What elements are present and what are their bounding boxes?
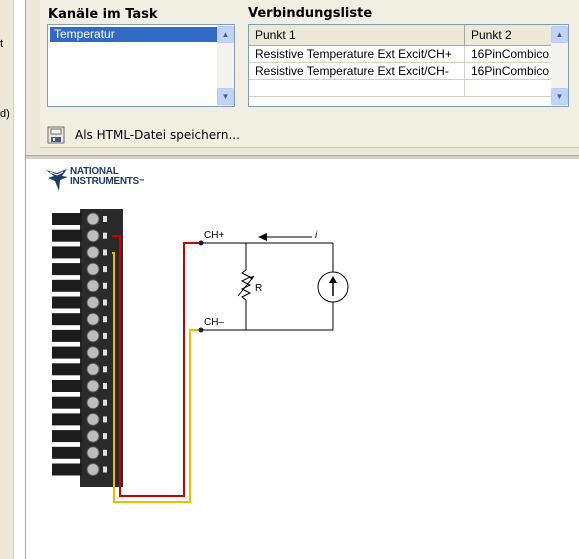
- logo-trademark: ™: [138, 179, 145, 185]
- terminal-slot: [103, 466, 107, 473]
- terminal-slot: [103, 282, 107, 289]
- terminal-screw: [86, 312, 100, 326]
- terminal-screw: [86, 396, 100, 410]
- terminal-screw: [86, 329, 100, 343]
- table-cell: [249, 80, 465, 96]
- terminal-slot: [103, 266, 107, 273]
- terminal-lug: [52, 296, 82, 309]
- terminal-slot: [103, 366, 107, 373]
- table-row[interactable]: Resistive Temperature Ext Excit/CH+ 16Pi…: [249, 46, 551, 63]
- connections-label: Verbindungsliste: [248, 6, 373, 21]
- terminal-slot: [103, 216, 107, 222]
- terminal-slot: [103, 249, 107, 256]
- terminal-screw: [86, 446, 100, 460]
- column-header-punkt1[interactable]: Punkt 1: [249, 25, 465, 45]
- resistor-icon: [240, 269, 252, 301]
- current-label: i: [315, 230, 318, 241]
- terminal-screw: [86, 212, 100, 226]
- table-cell: 16PinCombico: [471, 47, 550, 61]
- splitter[interactable]: [13, 0, 26, 559]
- terminal-lug: [52, 363, 82, 376]
- ch-plus-wire: [112, 235, 201, 497]
- logo-line1: NATIONAL: [70, 166, 119, 177]
- scroll-up-icon[interactable]: ▲: [217, 26, 234, 43]
- logo-text: NATIONAL INSTRUMENTS™: [70, 167, 145, 187]
- divider-line: [25, 0, 26, 559]
- panel-separator[interactable]: [26, 155, 579, 159]
- table-row[interactable]: [249, 80, 551, 97]
- terminal-slot: [103, 416, 107, 423]
- save-html-icon: [47, 126, 65, 144]
- table-cell: Resistive Temperature Ext Excit/CH+: [249, 46, 465, 62]
- terminal-lug: [52, 279, 82, 292]
- table-header: Punkt 1 Punkt 2: [249, 25, 551, 46]
- terminal-lug: [52, 213, 82, 225]
- terminal-screw: [86, 412, 100, 426]
- terminal-lug: [52, 313, 82, 326]
- ch-minus-wire: [112, 252, 201, 503]
- ch-minus-label: CH–: [204, 317, 225, 328]
- terminal-screw: [86, 279, 100, 293]
- scroll-up-icon[interactable]: ▲: [551, 26, 568, 43]
- national-instruments-logo: NATIONAL INSTRUMENTS™: [45, 167, 145, 196]
- terminal-lug: [52, 346, 82, 359]
- circuit: [201, 242, 349, 331]
- terminal-slot: [103, 349, 107, 356]
- resistor-label: R: [255, 283, 263, 294]
- terminal-slot: [103, 383, 107, 389]
- terminal-lug: [52, 430, 82, 443]
- terminal-lug: [52, 446, 82, 459]
- terminal-slot: [103, 449, 107, 456]
- terminal-block: [52, 209, 123, 487]
- scroll-down-icon[interactable]: ▼: [217, 88, 234, 105]
- eagle-logo-icon: [46, 169, 68, 191]
- left-text-fragment: t: [0, 38, 4, 50]
- terminal-screw: [86, 245, 100, 259]
- terminal-lug: [52, 263, 82, 276]
- ch-plus-label: CH+: [204, 230, 225, 241]
- terminal-lug: [52, 380, 82, 392]
- logo-line2: INSTRUMENTS: [70, 176, 139, 187]
- terminal-lug: [52, 246, 82, 259]
- channel-item-temperatur[interactable]: Temperatur: [50, 27, 218, 42]
- terminal-screw: [86, 346, 100, 360]
- channels-scrollbar[interactable]: ▲ ▼: [217, 25, 234, 106]
- column-header-punkt2[interactable]: Punkt 2: [471, 28, 512, 42]
- terminal-slot: [103, 399, 107, 406]
- terminal-screw: [86, 262, 100, 276]
- channels-label: Kanäle im Task: [48, 7, 158, 22]
- save-html-label[interactable]: Als HTML-Datei speichern...: [75, 128, 240, 142]
- variable-resistor-arrow: [237, 275, 255, 297]
- terminal-screw: [86, 379, 100, 393]
- left-panel-edge: t d): [0, 0, 13, 559]
- terminal-screw: [86, 362, 100, 376]
- terminal-screw: [86, 429, 100, 443]
- terminal-screw: [86, 463, 100, 476]
- terminal-lug: [52, 329, 82, 342]
- scroll-down-icon[interactable]: ▼: [551, 88, 568, 105]
- table-cell: Resistive Temperature Ext Excit/CH-: [249, 63, 465, 79]
- terminal-lug: [52, 413, 82, 426]
- table-cell: 16PinCombico: [471, 64, 550, 78]
- terminal-lug: [52, 463, 82, 476]
- terminal-lug: [52, 396, 82, 409]
- connections-table[interactable]: Punkt 1 Punkt 2 Resistive Temperature Ex…: [248, 24, 569, 107]
- terminal-slot: [103, 299, 107, 306]
- terminal-screw: [86, 296, 100, 309]
- terminal-slot: [103, 332, 107, 339]
- terminal-slot: [103, 433, 107, 440]
- table-scrollbar[interactable]: ▲ ▼: [551, 25, 568, 106]
- terminal-slot: [103, 232, 107, 239]
- table-row[interactable]: Resistive Temperature Ext Excit/CH- 16Pi…: [249, 63, 551, 80]
- channels-listbox[interactable]: Temperatur ▲ ▼: [47, 24, 235, 107]
- terminal-screw: [86, 229, 100, 243]
- terminal-slot: [103, 316, 107, 323]
- terminal-lug: [52, 229, 82, 242]
- left-text-fragment: d): [0, 108, 10, 120]
